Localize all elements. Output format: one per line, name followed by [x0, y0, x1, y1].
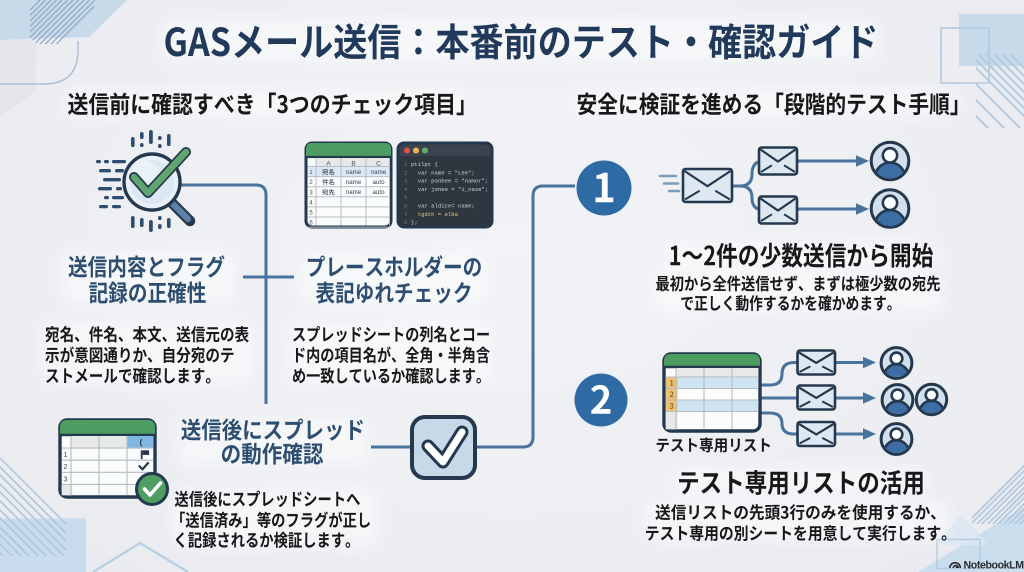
svg-text:ptilpt {: ptilpt {	[411, 161, 438, 168]
svg-text:A: A	[326, 161, 331, 168]
svg-text:3: 3	[309, 190, 313, 196]
svg-text:3: 3	[404, 178, 407, 185]
svg-text:8: 8	[404, 219, 407, 226]
svg-text:var name = "Lee";: var name = "Lee";	[411, 169, 475, 176]
svg-text:1: 1	[309, 170, 313, 176]
svg-text:1: 1	[63, 450, 67, 459]
svg-text:var jonee = "i_nase";: var jonee = "i_nase";	[411, 186, 488, 193]
svg-text:name: name	[346, 169, 362, 176]
svg-text:7: 7	[404, 211, 407, 218]
svg-text:var ponbee = "namor";: var ponbee = "namor";	[411, 178, 488, 185]
svg-text:6: 6	[309, 221, 313, 227]
svg-text:name: name	[346, 179, 362, 186]
svg-text:tgdth = elba: tgdth = elba	[411, 211, 459, 218]
svg-text:4: 4	[309, 200, 313, 206]
svg-text:};: };	[411, 219, 418, 226]
svg-text:6: 6	[404, 203, 407, 210]
svg-text:var aldice= name;: var aldice= name;	[411, 203, 475, 210]
svg-text:1: 1	[404, 161, 408, 168]
svg-text:name: name	[371, 169, 387, 176]
svg-text:NotebookLM: NotebookLM	[964, 560, 1024, 572]
svg-text:name: name	[346, 189, 362, 196]
svg-text:auto: auto	[372, 189, 385, 196]
svg-text:2: 2	[63, 462, 67, 471]
svg-text:B: B	[351, 161, 355, 168]
svg-text:5: 5	[404, 194, 407, 201]
svg-text:C: C	[376, 161, 381, 168]
svg-text:(: (	[140, 438, 143, 447]
svg-text:3: 3	[63, 474, 67, 483]
svg-text:2: 2	[404, 169, 407, 176]
svg-text:5: 5	[309, 211, 313, 217]
svg-text:auto: auto	[372, 179, 385, 186]
svg-text:2: 2	[309, 180, 313, 186]
svg-text:4: 4	[404, 186, 408, 193]
